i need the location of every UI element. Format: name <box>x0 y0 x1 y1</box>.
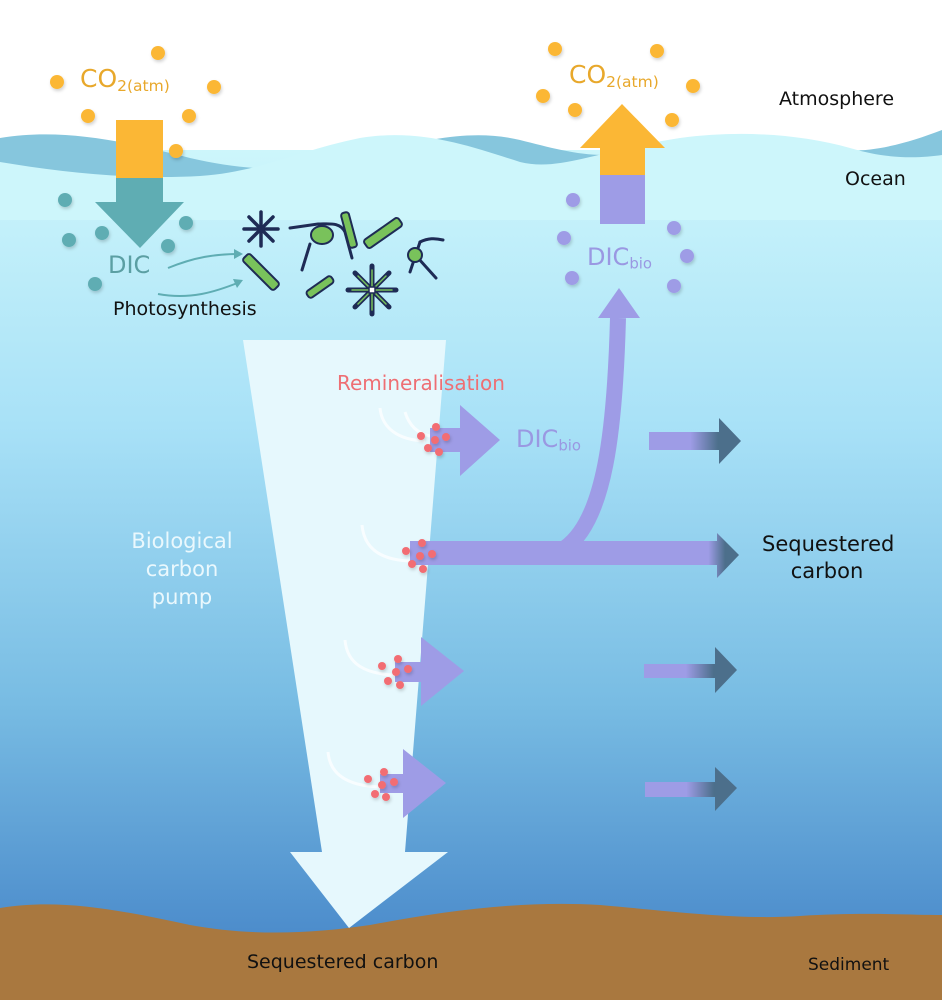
sequestered-label-line: Sequestered <box>762 532 895 556</box>
coccolith-icon <box>407 237 445 280</box>
sequestered-carbon-bottom-label: Sequestered carbon <box>247 951 439 973</box>
dic-down-arrow-head <box>95 202 184 248</box>
sequestered-label-line: carbon <box>790 559 864 584</box>
remin-swirl <box>343 639 396 677</box>
biological-carbon-pump-label: Biological carbon pump <box>124 528 240 612</box>
dic-bio-label-mid: DICbio <box>516 425 582 455</box>
co2-down-arrow-shaft-bottom <box>116 178 163 202</box>
sediment-label: Sediment <box>808 955 890 975</box>
co2-molecules-left <box>50 46 221 158</box>
sequestered-carbon-side-label: Sequestered carbon <box>762 531 895 586</box>
sediment-layer <box>0 903 942 1000</box>
photosynthesis-arrow-1 <box>167 253 241 269</box>
remin-swirl <box>326 751 381 789</box>
remin-swirl <box>403 411 431 438</box>
co2-molecules-right <box>536 42 700 127</box>
co2-release-group <box>536 42 700 293</box>
co2-up-arrow-head <box>580 104 665 148</box>
remin-swirl <box>378 407 426 443</box>
remin-arrow-4 <box>380 749 446 818</box>
dic-bio-return-path <box>559 317 626 555</box>
atmosphere-label: Atmosphere <box>779 88 895 110</box>
dic-bio-up-arrow-shaft <box>600 175 645 224</box>
sequester-arrow-4 <box>645 767 737 811</box>
co2-up-arrow-shaft <box>600 145 645 175</box>
photosynthesis-arrow-2 <box>157 281 241 298</box>
remin-swirl <box>360 524 411 563</box>
sequester-arrow-3 <box>644 647 737 693</box>
co2-down-arrow-shaft-top <box>116 120 163 178</box>
pennate-diatom-icon <box>242 211 403 299</box>
ocean-front-wave <box>0 133 942 220</box>
pump-label-line: carbon <box>145 556 219 581</box>
dic-bio-molecules-top <box>557 193 694 293</box>
photosynthesis-label: Photosynthesis <box>113 298 257 320</box>
arrowhead <box>233 279 243 288</box>
co2-atm-label-left: CO2(atm) <box>80 64 170 95</box>
pump-label-line: Biological <box>131 529 233 553</box>
pump-label-line: pump <box>151 584 213 609</box>
dic-molecules <box>58 193 193 291</box>
dic-bio-label-top: DICbio <box>587 243 653 273</box>
remin-arrow-to-dic-bio <box>430 405 500 476</box>
sequester-arrow-1 <box>649 418 741 464</box>
remin-particles <box>364 423 450 801</box>
arrowhead <box>234 249 243 259</box>
co2-uptake-group <box>50 46 243 298</box>
remin-arrow-3 <box>395 637 464 706</box>
phytoplankton-group <box>242 210 445 317</box>
diatom-star-icon <box>345 263 399 317</box>
dic-bio-return-arrow-head <box>598 288 640 318</box>
dic-label: DIC <box>108 251 151 279</box>
sequestration-arrows <box>600 418 741 811</box>
sequester-arrow-2 <box>600 533 739 578</box>
remineralisation-label: Remineralisation <box>337 371 505 395</box>
diatom-star-icon <box>242 210 280 248</box>
co2-atm-label-right: CO2(atm) <box>569 60 659 91</box>
ocean-label: Ocean <box>845 168 906 190</box>
